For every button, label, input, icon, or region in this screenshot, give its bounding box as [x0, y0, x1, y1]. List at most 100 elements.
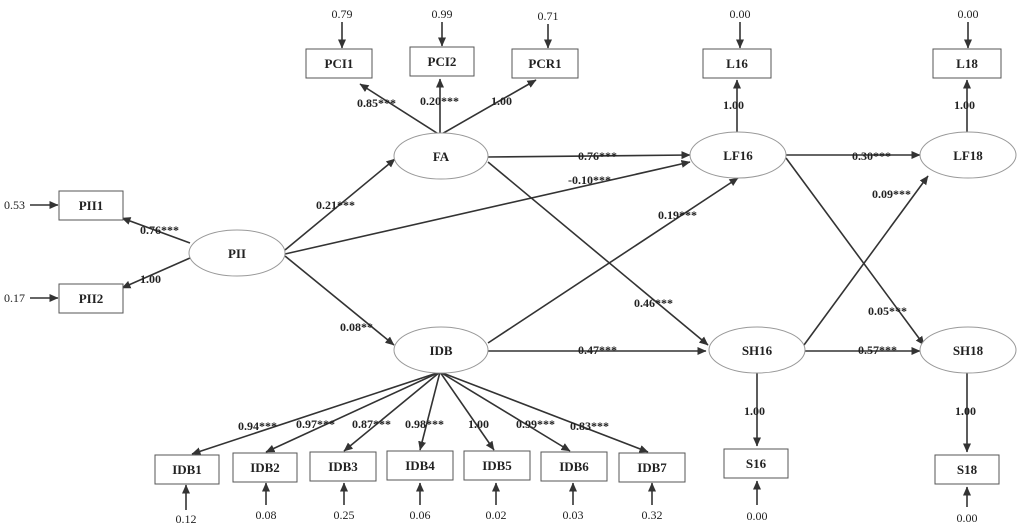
node-box-s18	[934, 454, 1000, 485]
path-label-idb-idb4: 0.98***	[405, 417, 444, 431]
edge-fa-sh16	[487, 161, 709, 346]
node-box-l18	[932, 48, 1002, 79]
path-label-fa-pci1: 0.85***	[357, 96, 396, 110]
edge-fa-pcr1	[439, 79, 537, 136]
node-label-idb6: IDB6	[559, 459, 589, 474]
node-label-idb4: IDB4	[405, 458, 435, 473]
error-label-idb6: 0.03	[563, 508, 584, 522]
error-label-idb1: 0.12	[176, 512, 197, 526]
node-ellipse-idb	[393, 326, 489, 374]
node-box-pci2	[409, 46, 475, 77]
path-label-lf16-l16: 1.00	[723, 98, 744, 112]
node-label-fa: FA	[433, 149, 450, 164]
path-label-idb-sh16: 0.47***	[578, 343, 617, 357]
path-label-pii-pii2: 1.00	[140, 272, 161, 286]
node-box-idb2	[232, 452, 298, 483]
error-label-idb3: 0.25	[334, 508, 355, 522]
node-label-sh16: SH16	[742, 343, 773, 358]
error-label-pii2: 0.17	[4, 291, 25, 305]
path-label-sh18-s18: 1.00	[955, 404, 976, 418]
edge-idb-idb7	[439, 371, 649, 453]
path-label-idb-idb6: 0.99***	[516, 417, 555, 431]
path-label-idb-idb1: 0.94***	[238, 419, 277, 433]
error-label-pii1: 0.53	[4, 198, 25, 212]
node-label-lf16: LF16	[723, 148, 753, 163]
node-ellipse-sh16	[708, 326, 806, 374]
error-label-pci2: 0.99	[432, 7, 453, 21]
edge-idb-lf16	[487, 177, 739, 344]
path-label-sh16-lf18: 0.09***	[872, 187, 911, 201]
path-label-idb-idb7: 0.83***	[570, 419, 609, 433]
path-label-fa-sh16: 0.46***	[634, 296, 673, 310]
node-label-idb1: IDB1	[172, 462, 202, 477]
path-label-pii-fa: 0.21***	[316, 198, 355, 212]
node-label-idb: IDB	[429, 343, 452, 358]
node-box-l16	[702, 48, 772, 79]
error-label-idb5: 0.02	[486, 508, 507, 522]
node-label-sh18: SH18	[953, 343, 984, 358]
error-label-idb4: 0.06	[410, 508, 431, 522]
error-label-l18: 0.00	[958, 7, 979, 21]
error-label-s18: 0.00	[957, 511, 978, 525]
edge-idb-idb3	[343, 371, 441, 452]
node-label-idb3: IDB3	[328, 459, 358, 474]
edge-idb-idb1	[191, 371, 441, 456]
edge-pii-pii2	[121, 257, 191, 289]
node-ellipse-lf16	[689, 131, 787, 179]
node-box-pci1	[305, 48, 373, 79]
node-label-l16: L16	[726, 56, 748, 71]
node-box-pii1	[58, 190, 124, 221]
node-box-pii2	[58, 283, 124, 314]
error-label-idb2: 0.08	[256, 508, 277, 522]
node-box-s16	[723, 448, 789, 479]
edge-lf16-sh18	[785, 157, 925, 346]
error-label-s16: 0.00	[747, 509, 768, 523]
node-ellipse-fa	[393, 132, 489, 180]
node-label-pii1: PII1	[79, 198, 104, 213]
node-label-s18: S18	[957, 462, 978, 477]
path-label-sh16-s16: 1.00	[744, 404, 765, 418]
path-label-pii-idb: 0.08**	[340, 320, 373, 334]
node-label-pci2: PCI2	[428, 54, 457, 69]
edge-fa-lf16	[485, 151, 691, 160]
node-box-pcr1	[511, 48, 579, 79]
path-label-fa-lf16: 0.76***	[578, 149, 617, 163]
node-box-idb6	[540, 451, 608, 482]
node-ellipse-lf18	[919, 131, 1017, 179]
error-label-pcr1: 0.71	[538, 9, 559, 23]
node-label-idb5: IDB5	[482, 458, 512, 473]
edge-idb-idb2	[265, 371, 441, 453]
error-label-l16: 0.00	[730, 7, 751, 21]
path-label-pii-pii1: 0.76***	[140, 223, 179, 237]
edge-idb-idb4	[418, 371, 441, 451]
node-box-idb4	[386, 450, 454, 481]
path-label-lf16-lf18: 0.30***	[852, 149, 891, 163]
node-label-pii2: PII2	[79, 291, 104, 306]
edge-pii-lf16	[284, 159, 691, 255]
node-label-l18: L18	[956, 56, 978, 71]
edge-pii-idb	[284, 255, 395, 346]
node-ellipse-pii	[188, 229, 286, 277]
path-label-idb-idb5: 1.00	[468, 417, 489, 431]
path-label-fa-pci2: 0.20***	[420, 94, 459, 108]
node-label-pcr1: PCR1	[528, 56, 561, 71]
edge-idb-idb6	[439, 371, 571, 452]
edge-sh16-lf18	[803, 175, 929, 346]
node-box-idb7	[618, 452, 686, 483]
path-label-idb-idb3: 0.87***	[352, 417, 391, 431]
edge-pii-pii1	[121, 217, 191, 244]
error-label-idb7: 0.32	[642, 508, 663, 522]
path-label-lf18-l18: 1.00	[954, 98, 975, 112]
edge-idb-idb5	[439, 371, 495, 451]
path-label-pii-lf16: -0.10***	[568, 173, 611, 187]
node-label-idb7: IDB7	[637, 460, 667, 475]
node-label-pci1: PCI1	[325, 56, 354, 71]
path-label-idb-idb2: 0.97***	[296, 417, 335, 431]
node-label-s16: S16	[746, 456, 767, 471]
node-box-idb1	[154, 454, 220, 485]
node-box-idb5	[463, 450, 531, 481]
node-ellipse-sh18	[919, 326, 1017, 374]
path-label-lf16-sh18: 0.05***	[868, 304, 907, 318]
path-label-fa-pcr1: 1.00	[491, 94, 512, 108]
